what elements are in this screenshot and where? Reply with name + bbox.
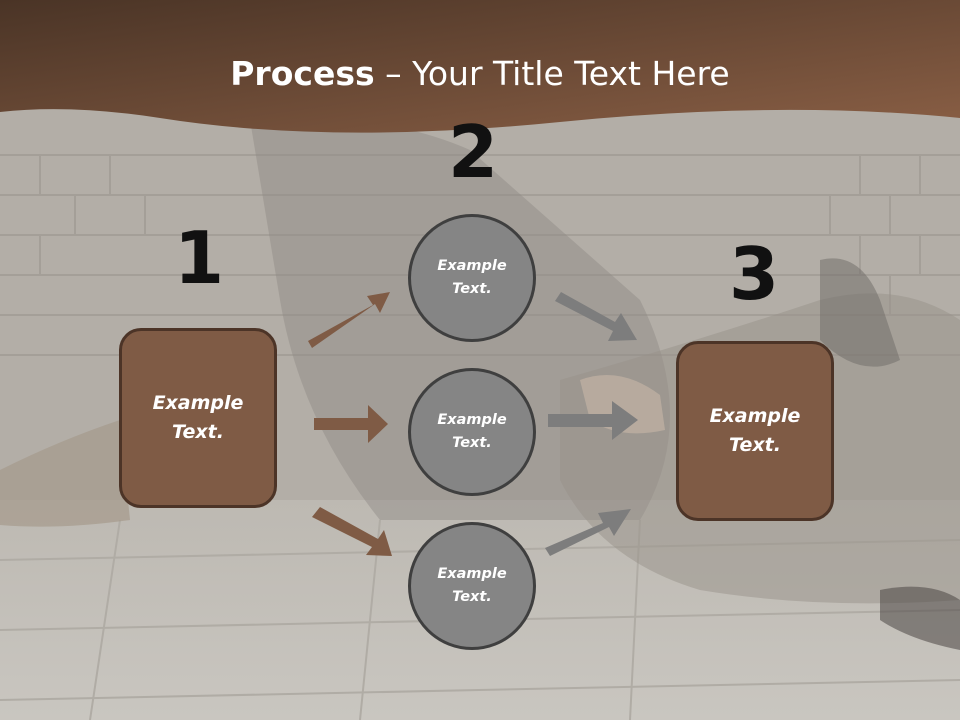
circle-middle: Example Text. — [408, 368, 536, 496]
arrow-down-right-brown — [312, 507, 392, 556]
step-1-box: Example Text. — [119, 328, 277, 508]
step-1-text: Example Text. — [152, 392, 244, 443]
arrow-up-right-gray — [545, 509, 631, 556]
gray-arrows — [545, 292, 638, 556]
circle-middle-text: Example Text. — [437, 412, 507, 451]
arrow-down-right-gray — [555, 292, 637, 341]
step-3-text: Example Text. — [709, 405, 801, 456]
arrow-right-gray — [548, 401, 638, 440]
brown-arrows — [308, 292, 392, 556]
circle-top: Example Text. — [408, 214, 536, 342]
step-3-box: Example Text. — [676, 341, 834, 521]
circle-bottom-text: Example Text. — [437, 566, 507, 605]
step-number-1: 1 — [173, 216, 225, 300]
arrow-right-brown — [314, 405, 388, 443]
arrow-up-right-brown — [308, 292, 390, 348]
step-number-3: 3 — [728, 232, 780, 316]
title-rest: – Your Title Text Here — [374, 54, 730, 93]
step-number-2: 2 — [447, 110, 499, 194]
slide-title: Process – Your Title Text Here — [0, 52, 960, 96]
circle-bottom: Example Text. — [408, 522, 536, 650]
title-bold: Process — [230, 54, 375, 93]
circle-top-text: Example Text. — [437, 258, 507, 297]
